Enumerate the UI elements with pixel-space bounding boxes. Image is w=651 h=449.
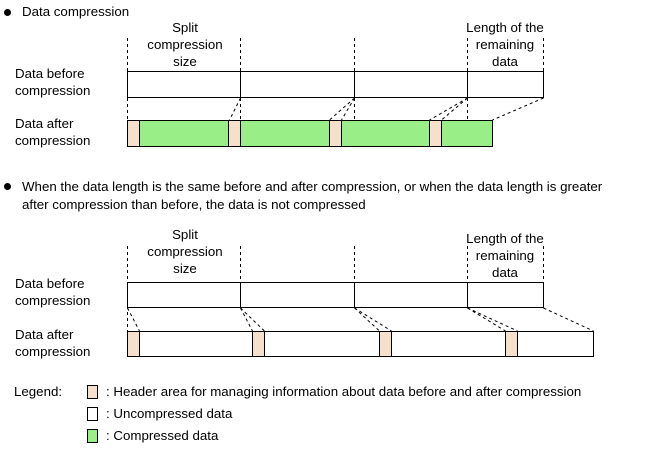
split-label-line2: compression	[147, 244, 223, 259]
mapping-line	[467, 307, 506, 332]
remaining-label-line2: remaining	[475, 248, 535, 263]
compressed-block	[139, 120, 229, 147]
row-after-label-line1: Data after	[15, 116, 74, 131]
remaining-label-line3: data	[492, 54, 518, 69]
uncompressed-after-bar	[127, 331, 594, 357]
row-before-label-line2: compression	[15, 83, 91, 98]
mapping-line	[240, 307, 265, 332]
header-swatch	[87, 385, 98, 399]
mapping-line	[354, 307, 392, 332]
remaining-label-line1: Length of the	[466, 20, 544, 35]
legend-header-label: : Header area for managing information a…	[106, 384, 582, 399]
legend-compressed-label: : Compressed data	[106, 428, 219, 443]
row-after-label-line2: compression	[15, 133, 91, 148]
row-after-label-line1: Data after	[15, 327, 74, 342]
row-after-label-line2: compression	[15, 344, 91, 359]
uncompressed-swatch	[87, 407, 98, 421]
section2-heading-line1: When the data length is the same before …	[22, 179, 603, 194]
data-before-bar	[127, 282, 544, 308]
split-label-line3: size	[173, 261, 197, 276]
split-label-line3: size	[173, 54, 197, 69]
mapping-line	[341, 97, 355, 121]
mapping-line	[429, 97, 468, 121]
mapping-line	[543, 307, 594, 332]
mapping-line	[354, 307, 380, 332]
split-label-line2: compression	[147, 37, 223, 52]
header-block	[127, 331, 140, 357]
bullet-icon	[4, 9, 11, 16]
compressed-block	[341, 120, 430, 147]
row-before-label-line1: Data before	[15, 66, 85, 81]
bullet-icon	[4, 183, 11, 190]
header-block	[379, 331, 392, 357]
split-label-line1: Split	[172, 20, 198, 35]
row-before-label-line1: Data before	[15, 276, 85, 291]
section2-heading-line2: after compression than before, the data …	[22, 197, 366, 212]
row-before-label-line2: compression	[15, 293, 91, 308]
legend-uncompressed-label: : Uncompressed data	[106, 406, 233, 421]
split-label-line1: Split	[172, 227, 198, 242]
data-before-bar	[127, 71, 544, 98]
mapping-line	[240, 307, 253, 332]
compressed-block	[240, 120, 330, 147]
header-block	[505, 331, 518, 357]
compressed-block	[441, 120, 493, 147]
mapping-line	[467, 307, 518, 332]
mapping-line	[127, 307, 140, 332]
header-block	[252, 331, 265, 357]
remaining-label-line1: Length of the	[466, 231, 544, 246]
remaining-label-line2: remaining	[475, 37, 535, 52]
mapping-line	[229, 97, 241, 121]
remaining-label-line3: data	[492, 265, 518, 280]
section1-heading: Data compression	[22, 4, 130, 19]
legend-title: Legend:	[14, 384, 63, 399]
compressed-swatch	[87, 429, 98, 443]
